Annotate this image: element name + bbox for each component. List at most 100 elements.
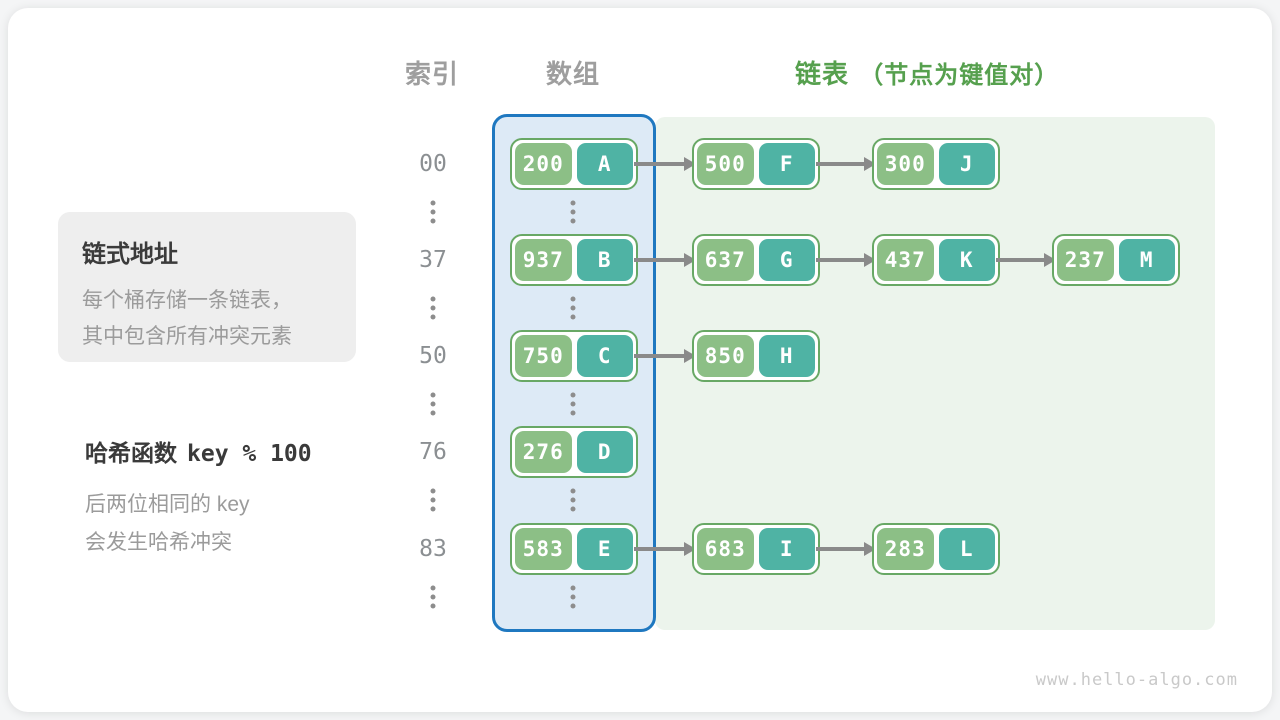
node-key: 437 xyxy=(877,239,934,281)
node-value: M xyxy=(1118,239,1175,281)
ellipsis-dot xyxy=(430,296,436,302)
next-pointer-arrow xyxy=(996,258,1053,262)
ellipsis-dot xyxy=(430,305,436,311)
watermark: www.hello-algo.com xyxy=(1035,670,1238,690)
column-header-index: 索引 xyxy=(404,59,460,89)
node-key: 850 xyxy=(697,335,754,377)
index-ellipsis xyxy=(430,585,436,609)
ellipsis-dot xyxy=(570,506,576,512)
ellipsis-dot xyxy=(430,218,436,224)
ellipsis-dot xyxy=(570,314,576,320)
node-value: A xyxy=(576,143,633,185)
info-box-title: 链式地址 xyxy=(82,241,178,268)
ellipsis-dot xyxy=(570,296,576,302)
array-ellipsis xyxy=(570,296,576,320)
next-pointer-arrow xyxy=(634,547,693,551)
array-ellipsis xyxy=(570,488,576,512)
ellipsis-dot xyxy=(570,488,576,494)
node-key: 200 xyxy=(515,143,572,185)
hash-function-formula: key % 100 xyxy=(187,441,312,467)
next-pointer-arrow xyxy=(816,258,873,262)
ellipsis-dot xyxy=(570,392,576,398)
next-pointer-arrow xyxy=(634,258,693,262)
next-pointer-arrow xyxy=(634,354,693,358)
node-value: G xyxy=(758,239,815,281)
array-ellipsis xyxy=(570,200,576,224)
bucket-index-label: 00 xyxy=(419,151,447,177)
node-key: 237 xyxy=(1057,239,1114,281)
node-value: D xyxy=(576,431,633,473)
ellipsis-dot xyxy=(570,497,576,503)
node-value: K xyxy=(938,239,995,281)
ellipsis-dot xyxy=(570,200,576,206)
node-key: 750 xyxy=(515,335,572,377)
index-ellipsis xyxy=(430,200,436,224)
bucket-index-label: 83 xyxy=(419,536,447,562)
ellipsis-dot xyxy=(430,488,436,494)
node-key: 283 xyxy=(877,528,934,570)
info-box-line: 每个桶存储一条链表， xyxy=(82,289,292,312)
node-key: 683 xyxy=(697,528,754,570)
node-value: E xyxy=(576,528,633,570)
ellipsis-dot xyxy=(430,506,436,512)
bucket-index-label: 50 xyxy=(419,343,447,369)
bucket-index-label: 37 xyxy=(419,247,447,273)
column-header-list-note: （节点为键值对） xyxy=(859,62,1060,89)
column-header-list: 链表 （节点为键值对） xyxy=(795,54,1059,91)
hash-note-line: 后两位相同的 key xyxy=(85,493,250,516)
node-key: 937 xyxy=(515,239,572,281)
hash-note-line: 会发生哈希冲突 xyxy=(85,531,232,554)
array-ellipsis xyxy=(570,585,576,609)
ellipsis-dot xyxy=(430,401,436,407)
ellipsis-dot xyxy=(570,401,576,407)
array-ellipsis xyxy=(570,392,576,416)
ellipsis-dot xyxy=(430,603,436,609)
node-value: F xyxy=(758,143,815,185)
index-ellipsis xyxy=(430,488,436,512)
index-ellipsis xyxy=(430,392,436,416)
ellipsis-dot xyxy=(430,410,436,416)
node-value: J xyxy=(938,143,995,185)
bucket-index-label: 76 xyxy=(419,439,447,465)
node-key: 500 xyxy=(697,143,754,185)
node-value: I xyxy=(758,528,815,570)
next-pointer-arrow xyxy=(816,162,873,166)
ellipsis-dot xyxy=(430,585,436,591)
index-ellipsis xyxy=(430,296,436,320)
ellipsis-dot xyxy=(430,209,436,215)
next-pointer-arrow xyxy=(816,547,873,551)
node-value: C xyxy=(576,335,633,377)
node-value: H xyxy=(758,335,815,377)
hash-function-title: 哈希函数 key % 100 xyxy=(85,434,312,468)
next-pointer-arrow xyxy=(634,162,693,166)
node-key: 276 xyxy=(515,431,572,473)
column-header-list-label: 链表 xyxy=(795,59,850,89)
hash-function-title-cjk: 哈希函数 xyxy=(85,440,177,466)
ellipsis-dot xyxy=(570,305,576,311)
node-key: 637 xyxy=(697,239,754,281)
diagram-card: 索引 数组 链表 （节点为键值对） 链式地址 每个桶存储一条链表， 其中包含所有… xyxy=(8,8,1272,712)
ellipsis-dot xyxy=(570,594,576,600)
ellipsis-dot xyxy=(430,314,436,320)
node-key: 300 xyxy=(877,143,934,185)
ellipsis-dot xyxy=(430,497,436,503)
ellipsis-dot xyxy=(570,218,576,224)
ellipsis-dot xyxy=(570,209,576,215)
column-header-array: 数组 xyxy=(545,59,601,89)
ellipsis-dot xyxy=(570,410,576,416)
